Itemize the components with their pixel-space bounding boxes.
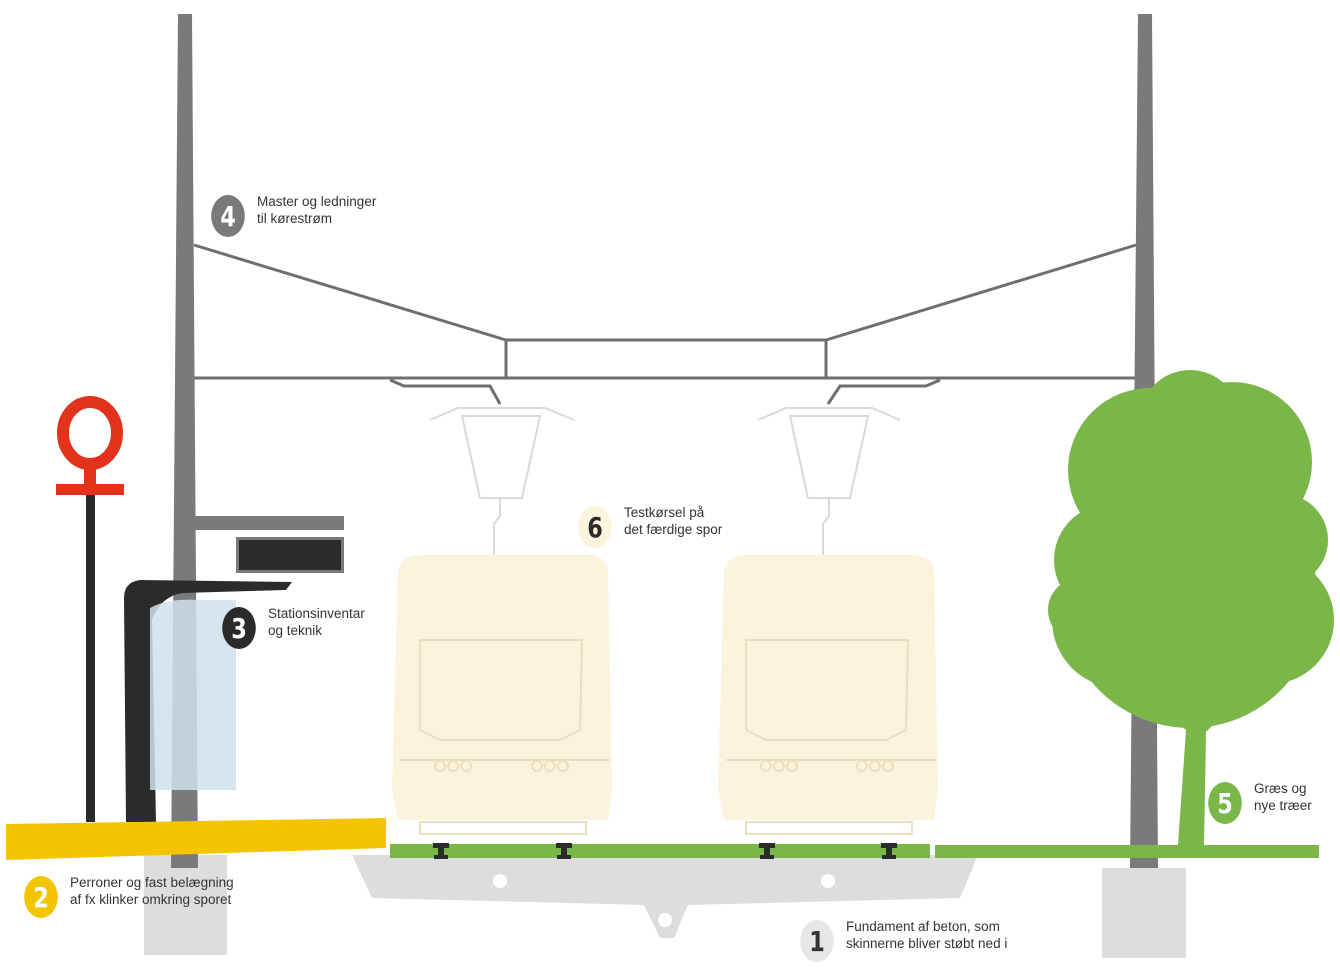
callout-line: til kørestrøm <box>257 211 332 226</box>
tram-stop-sign <box>56 396 124 822</box>
concrete-foundation <box>352 855 978 938</box>
number-badge-5: 5 <box>1208 782 1242 824</box>
callout-text: Græs og nye træer <box>1254 780 1312 814</box>
number-badge-2: 2 <box>24 876 58 918</box>
callout-line: det færdige spor <box>624 522 723 537</box>
callout-text: Perroner og fast belægning af fx klinker… <box>70 874 234 908</box>
callout-line: af fx klinker omkring sporet <box>70 892 232 907</box>
callout-text: Testkørsel på det færdige spor <box>624 504 722 538</box>
callout-line: og teknik <box>268 623 323 638</box>
callout-text: Fundament af beton, som skinnerne bliver… <box>846 918 1007 952</box>
callout-line: Stationsinventar <box>268 606 365 621</box>
platform <box>6 818 386 860</box>
callout-line: Perroner og fast belægning <box>70 875 234 890</box>
grass <box>390 844 1319 858</box>
tram-shelter <box>124 580 292 822</box>
callout-station-equipment: 3 Stationsinventar og teknik <box>218 605 365 649</box>
callout-line: Fundament af beton, som <box>846 919 1000 934</box>
overhead-wires <box>193 243 1137 405</box>
callout-line: skinnerne bliver støbt ned i <box>846 936 1008 951</box>
callout-grass-trees: 5 Græs og nye træer <box>1204 780 1312 824</box>
callout-line: Græs og <box>1254 781 1307 796</box>
rails <box>433 843 897 859</box>
tram-right <box>718 407 938 835</box>
number-badge-3: 3 <box>222 607 256 649</box>
number-badge-4: 4 <box>211 195 245 237</box>
tree <box>1048 370 1334 845</box>
right-pole-footing <box>1102 868 1186 958</box>
callout-overhead-line: 4 Master og ledninger til kørestrøm <box>207 193 376 237</box>
tram-left <box>392 407 612 835</box>
callout-foundation: 1 Fundament af beton, som skinnerne bliv… <box>796 918 1007 962</box>
callout-line: nye træer <box>1254 798 1312 813</box>
display-sign <box>192 516 344 573</box>
callout-line: Testkørsel på <box>624 505 705 520</box>
callout-line: Master og ledninger <box>257 194 377 209</box>
callout-text: Master og ledninger til kørestrøm <box>257 193 376 227</box>
number-badge-1: 1 <box>800 920 834 962</box>
left-pole-footing <box>144 855 227 955</box>
callout-platform: 2 Perroner og fast belægning af fx klink… <box>20 874 234 918</box>
callout-text: Stationsinventar og teknik <box>268 605 365 639</box>
callout-test-drive: 6 Testkørsel på det færdige spor <box>574 504 722 548</box>
number-badge-6: 6 <box>578 506 612 548</box>
